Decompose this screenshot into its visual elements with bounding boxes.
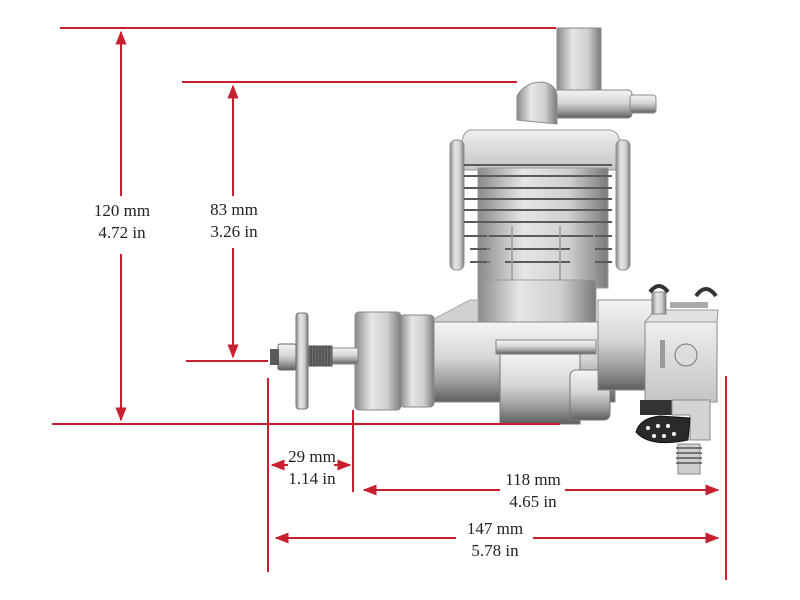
dim-overall-height-mm: 120 mm — [93, 201, 151, 220]
front-housing — [399, 314, 435, 408]
dimension-lines — [52, 27, 727, 580]
prop-washer — [295, 312, 309, 410]
exhaust-stack — [556, 27, 602, 97]
prop-hub — [354, 311, 402, 411]
cylinder-body — [477, 167, 609, 289]
dim-mount-to-rear-mm: 118 mm — [505, 470, 561, 489]
engine-illustration — [270, 27, 719, 475]
prop-nut — [277, 343, 297, 371]
exhaust-pipe — [551, 89, 633, 119]
dim-shaft-to-top-in: 3.26 in — [210, 222, 258, 241]
prop-shaft — [329, 347, 359, 365]
dim-label-overall-height: 120 mm 4.72 in — [82, 200, 162, 244]
carburettor — [635, 284, 719, 475]
dim-overall-length-mm: 147 mm — [466, 519, 524, 538]
spark-plug-cap — [516, 81, 558, 125]
dim-shaft-to-top-mm: 83 mm — [210, 200, 258, 219]
dim-prop-shaft-mm: 29 mm — [288, 447, 336, 466]
dim-label-shaft-to-top: 83 mm 3.26 in — [198, 199, 270, 243]
dim-label-prop-shaft: 29 mm 1.14 in — [283, 446, 341, 490]
cooling-fins — [464, 164, 612, 263]
dim-overall-length-in: 5.78 in — [471, 541, 519, 560]
dim-prop-shaft-in: 1.14 in — [288, 469, 336, 488]
dim-label-overall-length: 147 mm 5.78 in — [458, 518, 532, 562]
dim-label-mount-to-rear: 118 mm 4.65 in — [500, 469, 566, 513]
dim-overall-height-in: 4.72 in — [98, 223, 146, 242]
dim-mount-to-rear-in: 4.65 in — [509, 492, 557, 511]
